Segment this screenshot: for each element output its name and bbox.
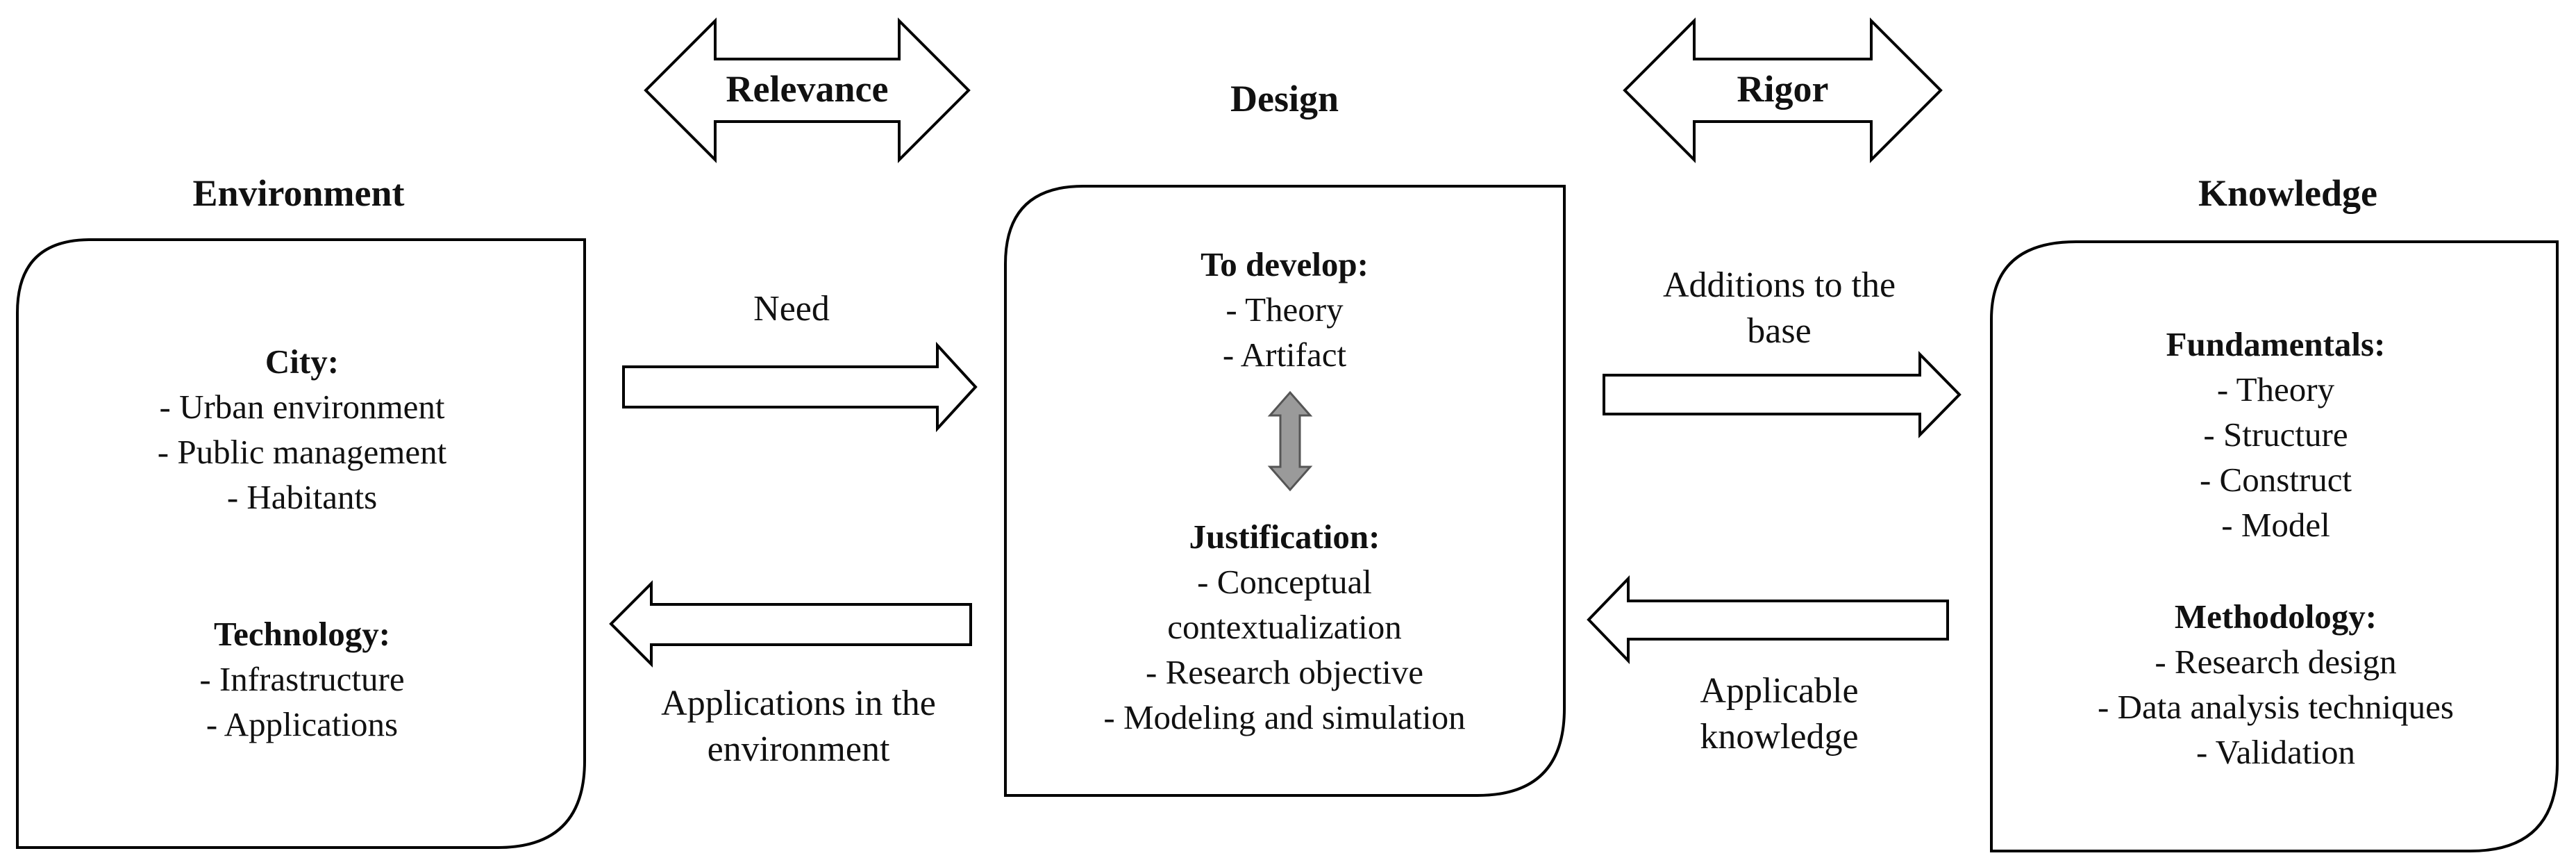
technology-item: - Applications: [206, 705, 399, 743]
applicable-label-line: Applicable: [1700, 671, 1859, 711]
environment-box: [16, 238, 586, 849]
applications-label: Applications in the environment: [611, 681, 986, 773]
additions-arrow: [1603, 351, 1962, 438]
methodology-item: - Research design: [2155, 643, 2397, 681]
fundamentals-item: - Theory: [2216, 370, 2335, 408]
justification-item: contextualization: [1167, 608, 1402, 646]
justification-item: - Modeling and simulation: [1103, 698, 1466, 736]
need-label: Need: [753, 289, 830, 329]
relevance-label: Relevance: [726, 68, 889, 110]
to-develop-item: - Theory: [1226, 290, 1344, 329]
city-block: City: - Urban environment - Public manag…: [28, 339, 576, 520]
city-item: - Urban environment: [159, 388, 445, 426]
relevance-double-arrow: [644, 17, 971, 163]
fundamentals-item: - Model: [2221, 506, 2330, 544]
design-box: [1004, 185, 1566, 797]
applicable-knowledge-arrow: [1587, 575, 1949, 664]
city-heading: City:: [265, 342, 340, 381]
fundamentals-heading: Fundamentals:: [2166, 325, 2386, 363]
city-item: - Public management: [157, 433, 447, 471]
to-develop-heading: To develop:: [1201, 245, 1369, 283]
justification-heading: Justification:: [1189, 518, 1380, 556]
fundamentals-block: Fundamentals: - Theory - Structure - Con…: [2000, 322, 2552, 547]
methodology-heading: Methodology:: [2174, 597, 2377, 636]
applications-arrow: [609, 580, 972, 668]
fundamentals-item: - Structure: [2203, 415, 2348, 454]
applications-label-line: environment: [707, 729, 890, 769]
applications-label-line: Applications in the: [661, 684, 936, 723]
design-title: Design: [1230, 78, 1339, 119]
knowledge-title: Knowledge: [2198, 172, 2377, 214]
rigor-label: Rigor: [1737, 68, 1829, 110]
environment-title: Environment: [192, 172, 405, 214]
methodology-item: - Data analysis techniques: [2098, 688, 2454, 726]
technology-item: - Infrastructure: [199, 660, 405, 698]
additions-label-line: Additions to the: [1662, 265, 1896, 305]
to-develop-block: To develop: - Theory - Artifact: [1010, 242, 1559, 377]
rigor-double-arrow: [1623, 17, 1943, 163]
additions-label-line: base: [1747, 311, 1812, 351]
fundamentals-item: - Construct: [2199, 461, 2352, 499]
justification-item: - Conceptual: [1197, 563, 1372, 601]
technology-heading: Technology:: [213, 615, 391, 653]
applicable-label-line: knowledge: [1700, 717, 1859, 757]
grey-double-arrow: [1267, 390, 1313, 492]
knowledge-box: [1990, 240, 2559, 852]
justification-block: Justification: - Conceptual contextualiz…: [1010, 514, 1559, 740]
need-arrow: [622, 341, 978, 433]
methodology-item: - Validation: [2196, 733, 2356, 771]
applicable-label: Applicable knowledge: [1597, 668, 1962, 760]
justification-item: - Research objective: [1146, 653, 1423, 691]
methodology-block: Methodology: - Research design - Data an…: [2000, 594, 2552, 775]
technology-block: Technology: - Infrastructure - Applicati…: [28, 611, 576, 747]
to-develop-item: - Artifact: [1222, 336, 1347, 374]
city-item: - Habitants: [226, 478, 378, 516]
additions-label: Additions to the base: [1597, 263, 1962, 354]
